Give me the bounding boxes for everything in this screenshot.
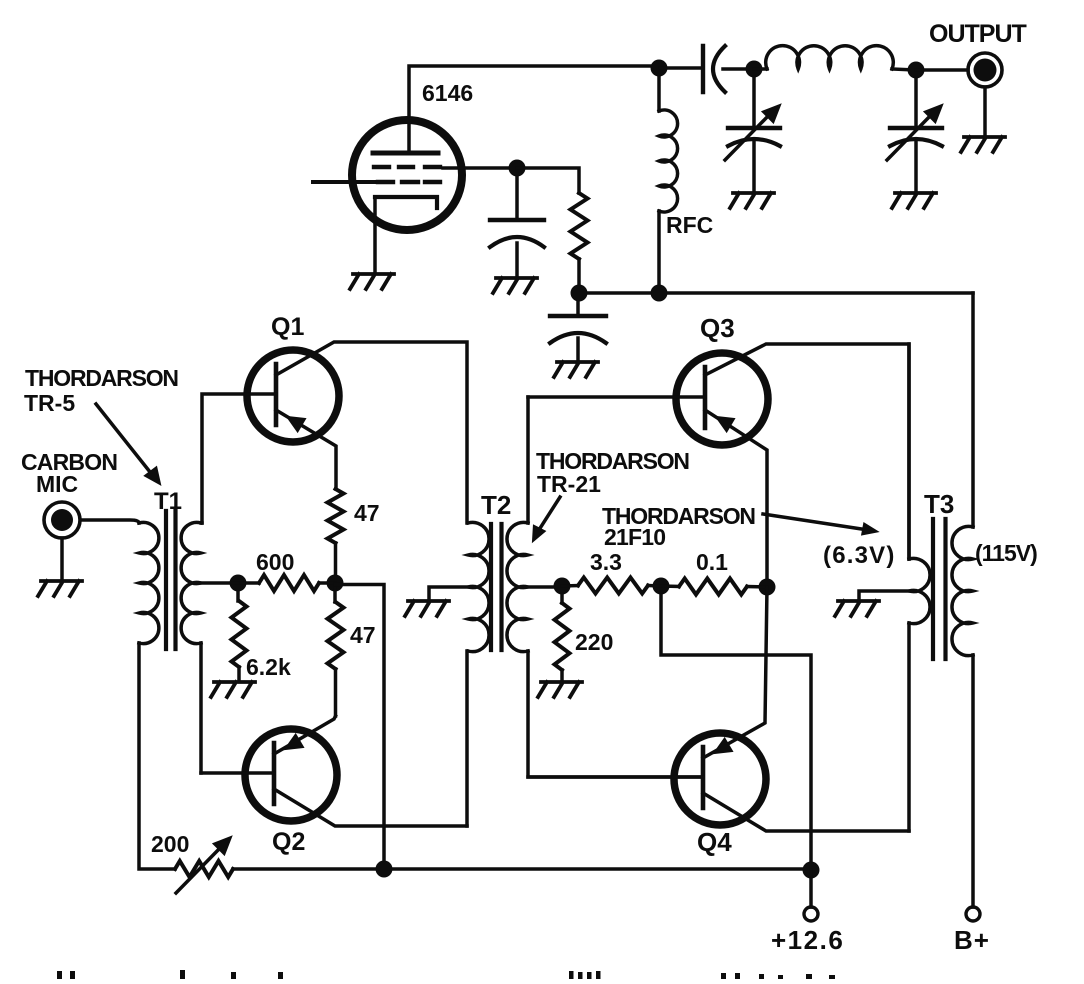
svg-text:220: 220 xyxy=(575,629,613,655)
svg-text:200: 200 xyxy=(151,831,189,857)
svg-text:Q3: Q3 xyxy=(700,313,735,343)
svg-text:T1: T1 xyxy=(154,488,182,515)
svg-text:3.3: 3.3 xyxy=(590,549,622,575)
svg-text:T2: T2 xyxy=(481,490,511,520)
svg-text:600: 600 xyxy=(256,549,294,575)
svg-text:THORDARSON: THORDARSON xyxy=(536,448,689,474)
svg-text:Q1: Q1 xyxy=(271,313,304,341)
svg-text:OUTPUT: OUTPUT xyxy=(929,20,1027,48)
svg-text:0.1: 0.1 xyxy=(696,549,728,575)
svg-text:RFC: RFC xyxy=(666,212,713,238)
svg-text:CARBON: CARBON xyxy=(21,449,117,475)
svg-text:THORDARSON: THORDARSON xyxy=(25,365,178,391)
svg-text:47: 47 xyxy=(350,622,376,648)
svg-text:TR-21: TR-21 xyxy=(537,471,601,497)
svg-text:+12.6: +12.6 xyxy=(771,925,844,955)
svg-text:TR-5: TR-5 xyxy=(24,390,75,416)
svg-text:Q4: Q4 xyxy=(697,827,732,857)
svg-text:MIC: MIC xyxy=(36,471,78,497)
svg-text:(6.3V): (6.3V) xyxy=(823,542,896,569)
svg-text:T3: T3 xyxy=(924,489,954,519)
svg-text:6.2k: 6.2k xyxy=(246,654,291,680)
svg-text:THORDARSON: THORDARSON xyxy=(602,503,755,529)
svg-text:6146: 6146 xyxy=(422,80,473,106)
svg-text:47: 47 xyxy=(354,500,380,526)
svg-text:B+: B+ xyxy=(954,925,990,955)
svg-text:Q2: Q2 xyxy=(272,828,305,856)
svg-text:21F10: 21F10 xyxy=(604,524,665,550)
svg-text:(115V): (115V) xyxy=(975,540,1037,566)
